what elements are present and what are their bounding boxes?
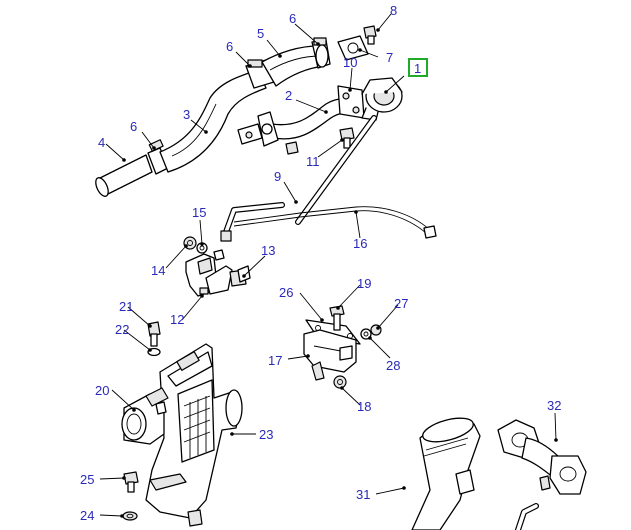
callout-6-lower[interactable]: 6 [130,119,137,134]
vacuum-hose-16 [233,206,437,239]
hose-end-5 [315,44,329,68]
duct-23 [145,343,243,519]
callout-14[interactable]: 14 [151,263,165,278]
callout-7[interactable]: 7 [386,50,393,65]
callout-24[interactable]: 24 [80,508,94,523]
vacuum-hose-9 [220,115,377,242]
callout-27[interactable]: 27 [394,296,408,311]
callout-6-middle[interactable]: 6 [226,39,233,54]
egr-valve-1 [361,77,403,121]
bolt-25 [123,471,139,493]
callout-1[interactable]: 1 [414,61,421,76]
leader-lines [99,13,557,517]
callout-13[interactable]: 13 [261,243,275,258]
callout-26[interactable]: 26 [279,285,293,300]
callout-17[interactable]: 17 [268,353,282,368]
bolt-11 [339,127,355,149]
callout-6-top[interactable]: 6 [289,11,296,26]
callout-20[interactable]: 20 [95,383,109,398]
clamp-20 [121,387,169,445]
bolt-19 [329,305,345,331]
callout-18[interactable]: 18 [357,399,371,414]
leader-dots [120,28,558,518]
callout-28[interactable]: 28 [386,358,400,373]
callout-12[interactable]: 12 [170,312,184,327]
callout-8[interactable]: 8 [390,3,397,18]
pipe-2 [237,98,353,147]
callout-19[interactable]: 19 [357,276,371,291]
callout-15[interactable]: 15 [192,205,206,220]
callout-9[interactable]: 9 [274,169,281,184]
callout-21[interactable]: 21 [119,299,133,314]
hose-4 [95,154,153,197]
gasket-7 [337,35,369,61]
callout-11[interactable]: 11 [306,154,320,169]
hose-3 [159,69,267,173]
washer-24 [122,511,138,521]
pipe-31 [411,417,481,530]
egr-cooler-32 [497,419,587,495]
stud-pipe-2 [285,141,299,155]
nut-18 [333,375,347,389]
callout-5[interactable]: 5 [257,26,264,41]
callout-2[interactable]: 2 [285,88,292,103]
callout-31[interactable]: 31 [356,487,370,502]
callout-3[interactable]: 3 [183,107,190,122]
callout-23[interactable]: 23 [259,427,273,442]
screw-8 [363,25,377,45]
stud-23-bottom [187,509,203,527]
callout-32[interactable]: 32 [547,398,561,413]
washer-15 [196,242,208,254]
callout-4[interactable]: 4 [98,135,105,150]
hose-stub-31 [515,503,539,530]
solenoid-bracket-12 [185,249,233,297]
highlight-box-callout-1 [408,58,428,77]
callout-16[interactable]: 16 [353,236,367,251]
bracket-17 [303,329,357,381]
duct-23-grille [183,395,211,458]
callout-22[interactable]: 22 [115,322,129,337]
washer-28 [360,328,372,340]
callout-25[interactable]: 25 [80,472,94,487]
screw-13 [229,265,251,287]
callout-10[interactable]: 10 [343,55,357,70]
